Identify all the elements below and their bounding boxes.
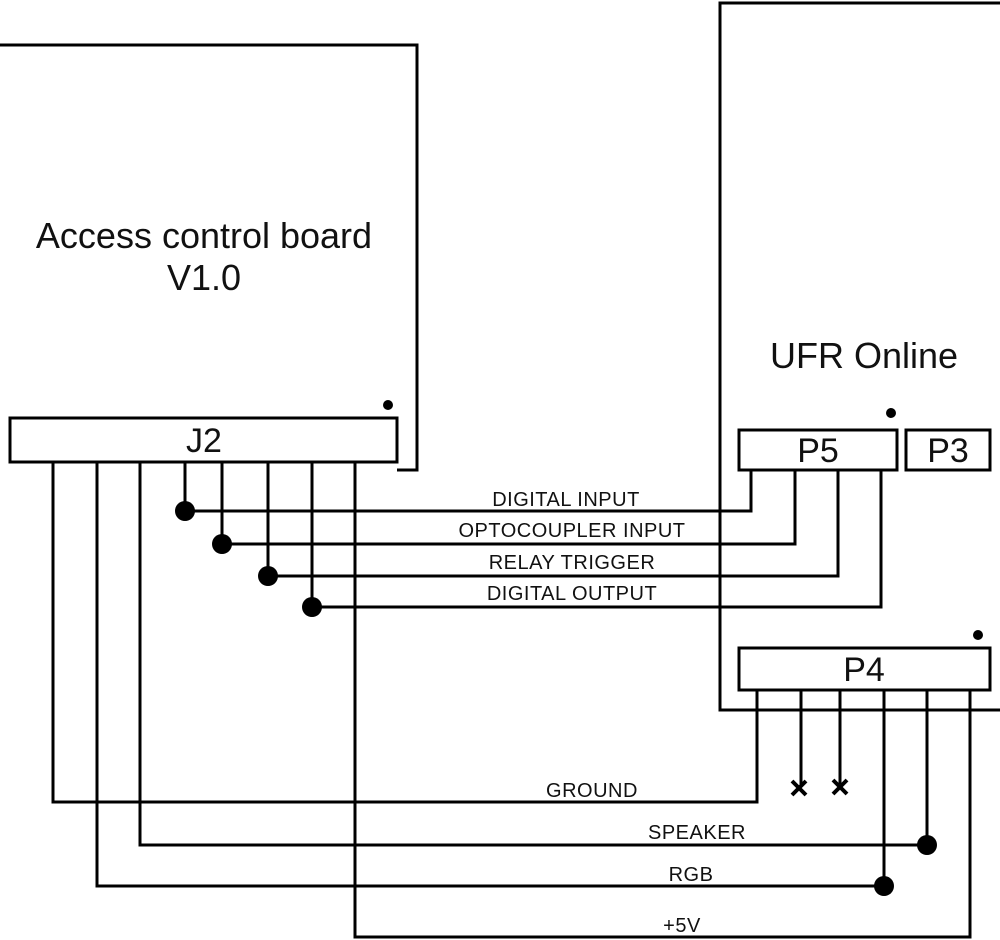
optocoupler-input-wire — [220, 462, 797, 546]
ufr-online-board-outline — [718, 1, 1000, 712]
access-board-title-line2: V1.0 — [167, 257, 241, 298]
optocoupler-input-label: OPTOCOUPLER INPUT — [458, 520, 685, 542]
digital-input-wire — [183, 462, 753, 513]
access-control-board-outline — [0, 43, 419, 472]
rgb-label: RGB — [669, 864, 714, 886]
plus5v-wire — [353, 462, 972, 939]
ground-label: GROUND — [546, 780, 638, 802]
speaker-label: SPEAKER — [648, 822, 746, 844]
ufr-board-title: UFR Online — [770, 335, 958, 376]
rgb-junction — [874, 876, 894, 896]
digital-output-wire — [310, 462, 883, 609]
speaker-wire — [138, 462, 929, 847]
j2-pin1-marker — [383, 400, 393, 410]
ground-wire — [51, 462, 759, 804]
digital-input-junction — [175, 501, 195, 521]
j2-label: J2 — [186, 422, 222, 460]
p4-connector — [737, 646, 992, 692]
relay-trigger-label: RELAY TRIGGER — [489, 552, 656, 574]
p5-connector — [737, 428, 899, 472]
access-board-title-line1: Access control board — [36, 215, 372, 256]
digital-output-junction — [302, 597, 322, 617]
rgb-wire — [95, 462, 886, 888]
digital-output-label: DIGITAL OUTPUT — [487, 583, 657, 605]
no-connect-x-icon — [790, 779, 808, 797]
relay-trigger-junction — [258, 566, 278, 586]
p4-label: P4 — [843, 651, 885, 689]
p3-connector — [904, 428, 992, 472]
p4-pin1-marker — [973, 630, 983, 640]
optocoupler-input-junction — [212, 534, 232, 554]
plus5v-label: +5V — [663, 915, 701, 937]
p5-pin1-marker — [886, 408, 896, 418]
speaker-junction — [917, 835, 937, 855]
relay-trigger-wire — [266, 462, 840, 578]
p3-label: P3 — [927, 432, 969, 470]
j2-connector — [8, 416, 399, 464]
no-connect-x-icon — [831, 778, 849, 796]
p5-label: P5 — [797, 432, 839, 470]
digital-input-label: DIGITAL INPUT — [492, 489, 640, 511]
